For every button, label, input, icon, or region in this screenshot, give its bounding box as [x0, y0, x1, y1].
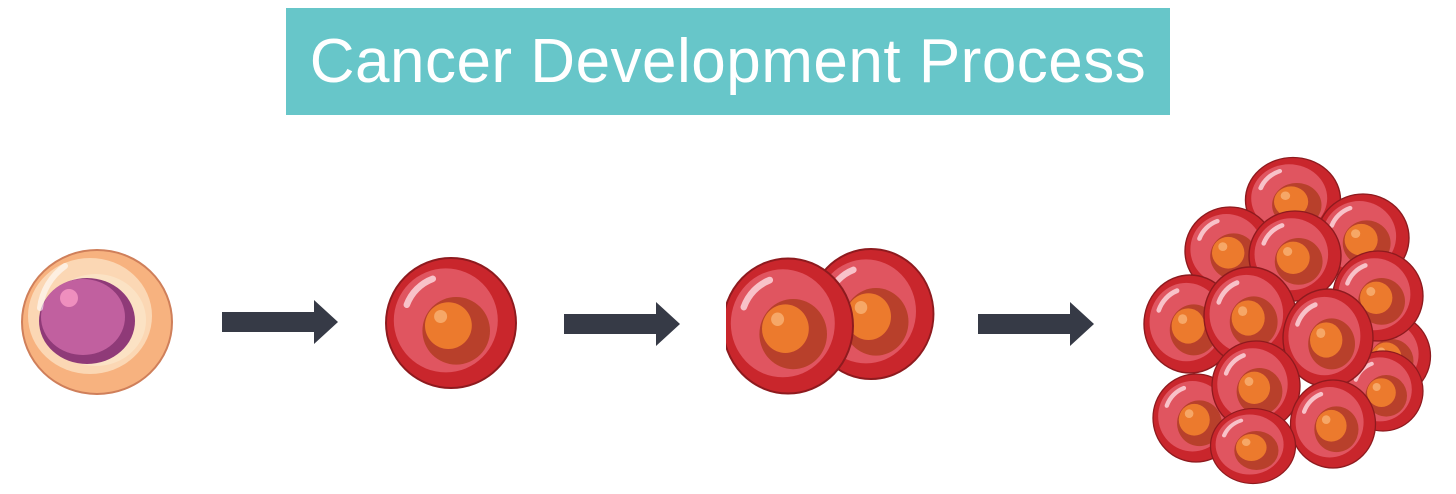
tumor-mass [1138, 156, 1438, 490]
arrow-right-icon [978, 302, 1094, 346]
mutated-cell [384, 256, 518, 390]
title-banner: Cancer Development Process [286, 8, 1170, 115]
normal-cell [21, 249, 173, 395]
arrow-right-icon [222, 300, 338, 344]
dividing-cell [726, 248, 936, 396]
diagram-title: Cancer Development Process [309, 27, 1147, 96]
arrow-right-icon [564, 302, 680, 346]
